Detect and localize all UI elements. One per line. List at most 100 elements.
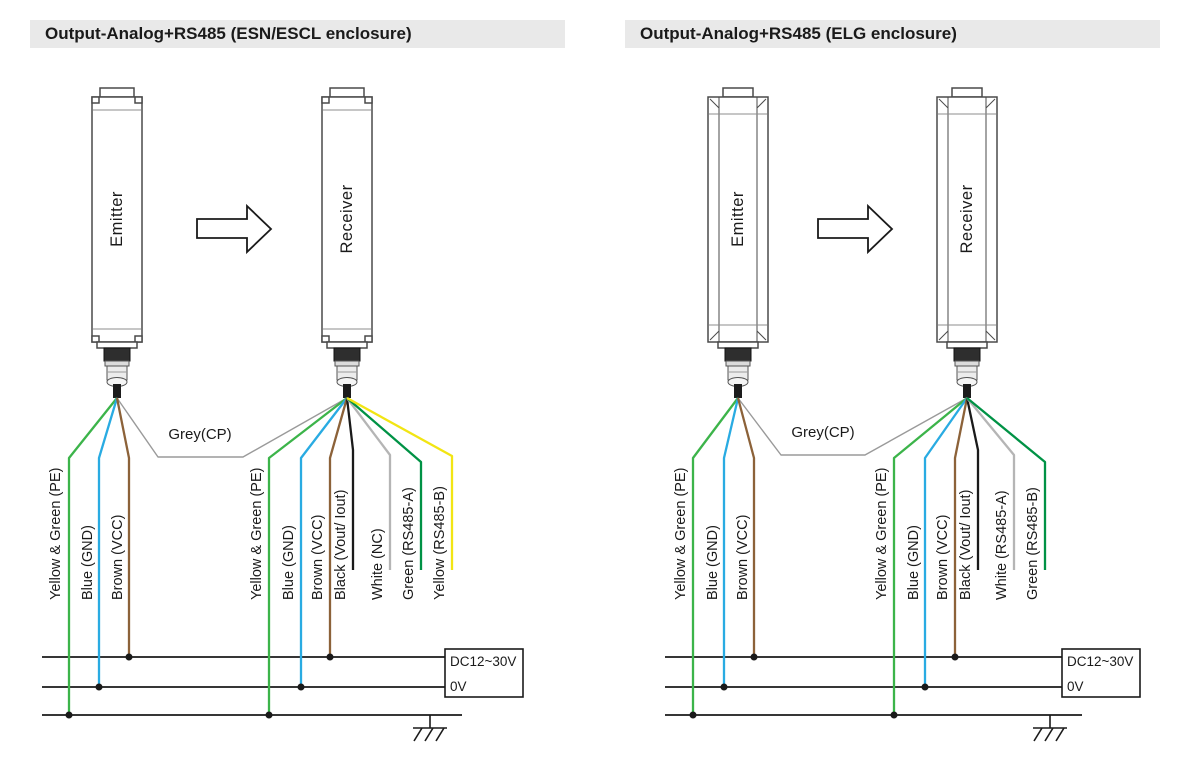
wire-receiver-rs485a (346, 397, 423, 570)
junction-dot (720, 683, 728, 691)
power-box-dc-label: DC12~30V (1067, 654, 1133, 669)
device-top-tab (951, 87, 983, 98)
panel-title-esn-escl: Output-Analog+RS485 (ESN/ESCL enclosure) (30, 20, 565, 48)
emitter-device: Emitter (707, 87, 769, 343)
device-corner (364, 335, 373, 343)
wire-receiver-pe (267, 397, 348, 715)
device-corner (134, 96, 143, 104)
panel-elg: Emitter (665, 87, 1141, 742)
device-corner (985, 330, 996, 341)
cp-wire (737, 397, 968, 456)
wire-label: Green (RS485-A) (401, 487, 417, 600)
device-corner (938, 330, 949, 341)
wire-emitter-vcc (115, 397, 131, 657)
device-body (936, 96, 998, 343)
wire-receiver-rs485b (346, 396, 454, 570)
panel-title-elg: Output-Analog+RS485 (ELG enclosure) (625, 20, 1160, 48)
emitter-label: Emitter (729, 191, 747, 247)
wire-emitter-pe (67, 397, 118, 715)
arrow-right-icon (817, 203, 894, 255)
wire-label: Yellow & Green (PE) (673, 468, 689, 600)
panel-esn-escl: Emitter (42, 87, 524, 742)
device-top-tab (99, 87, 135, 98)
wire-label: Yellow (RS485-B) (432, 486, 448, 600)
junction-dot (65, 711, 73, 719)
wire-emitter-gnd (97, 397, 119, 687)
junction-dot (750, 653, 758, 661)
wire-receiver-rs485b (966, 397, 1047, 570)
cp-wire-label: Grey(CP) (791, 424, 854, 441)
emitter-label: Emitter (108, 191, 126, 247)
connector-lip (725, 360, 751, 367)
device-corner (91, 335, 100, 343)
connector-step (96, 341, 138, 349)
power-box: DC12~30V 0V (444, 648, 524, 698)
emitter-device: Emitter (91, 87, 143, 343)
junction-dot (326, 653, 334, 661)
wire-emitter-gnd (722, 397, 740, 687)
wire-receiver-pe (892, 397, 968, 715)
junction-dot (95, 683, 103, 691)
device-corner (709, 98, 720, 109)
wire-label: White (RS485-A) (994, 490, 1010, 600)
power-box-dc-label: DC12~30V (450, 654, 516, 669)
receiver-label: Receiver (958, 184, 976, 253)
cp-wire-label: Grey(CP) (168, 426, 231, 443)
device-body (707, 96, 769, 343)
device-corner (91, 96, 100, 104)
wire-receiver-gnd (923, 397, 968, 687)
wire-label: Yellow & Green (PE) (249, 468, 265, 600)
connector-step (326, 341, 368, 349)
junction-dot (689, 711, 697, 719)
wire-label: Black (Vout/ Iout) (333, 490, 349, 600)
connector-lip (954, 360, 980, 367)
receiver-connector (326, 341, 368, 398)
power-box-frame (1061, 648, 1141, 698)
emitter-connector (96, 341, 138, 398)
junction-dot (921, 683, 929, 691)
device-corner (756, 330, 767, 341)
connector-nub (343, 384, 351, 398)
wire-label: White (NC) (370, 528, 386, 600)
wire-label: Blue (GND) (80, 525, 96, 600)
ground-icon (413, 715, 447, 742)
junction-dot (265, 711, 273, 719)
receiver-device: Receiver (936, 87, 998, 343)
wire-label: Yellow & Green (PE) (874, 468, 890, 600)
cp-wire (116, 397, 348, 458)
wire-receiver-vcc (953, 397, 969, 657)
wire-receiver-vcc (328, 397, 349, 657)
junction-dot (890, 711, 898, 719)
wire-label: Blue (GND) (281, 525, 297, 600)
arrow-right-icon (196, 203, 273, 255)
receiver-connector (946, 341, 988, 398)
wire-label: Yellow & Green (PE) (48, 468, 64, 600)
power-box-0v-label: 0V (450, 679, 467, 694)
wire-label: Black (Vout/ Iout) (958, 490, 974, 600)
ground-icon (1033, 715, 1067, 742)
wire-receiver-vout (345, 397, 355, 570)
receiver-device: Receiver (321, 87, 373, 343)
power-box: DC12~30V 0V (1061, 648, 1141, 698)
device-corner (709, 330, 720, 341)
connector-step (717, 341, 759, 349)
connector-nub (734, 384, 742, 398)
device-top-tab (329, 87, 365, 98)
device-body (321, 96, 373, 343)
wire-label: Blue (GND) (705, 525, 721, 600)
connector-nub (113, 384, 121, 398)
wire-label: Green (RS485-B) (1025, 487, 1041, 600)
device-corner (938, 98, 949, 109)
junction-dot (951, 653, 959, 661)
connector-block (333, 347, 361, 362)
device-corner (756, 98, 767, 109)
wire-label: Blue (GND) (906, 525, 922, 600)
wire-receiver-rs485a (966, 397, 1016, 570)
receiver-label: Receiver (338, 184, 356, 253)
connector-block (724, 347, 752, 362)
power-box-frame (444, 648, 524, 698)
device-corner (321, 335, 330, 343)
device-top-tab (722, 87, 754, 98)
device-corner (364, 96, 373, 104)
